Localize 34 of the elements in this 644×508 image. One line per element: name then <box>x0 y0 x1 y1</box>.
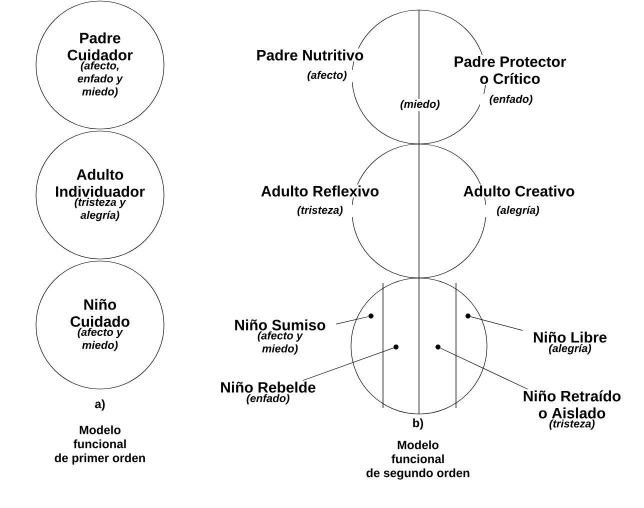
state-name: Niño Sumiso <box>235 319 326 330</box>
state-name: Padre Cuidador <box>68 32 133 60</box>
state-name: Adulto Individuador <box>56 168 145 197</box>
state-name: Niño Libre <box>534 332 607 343</box>
emotion-label: (afecto, enfado y miedo) <box>78 61 124 98</box>
state-circle <box>36 0 164 130</box>
state-name: Niño Rebelde <box>221 382 316 393</box>
leader-line <box>440 348 528 390</box>
panel-caption: Modelo funcional de primer orden <box>54 425 145 465</box>
panel-letter: b) <box>413 418 424 430</box>
emotion-label: (alegría) <box>497 206 540 216</box>
emotion-label: (tristeza) <box>297 206 343 216</box>
state-name: Padre Nutritivo <box>257 50 364 60</box>
leader-line <box>470 316 523 331</box>
emotion-label: (afecto y miedo) <box>78 328 124 352</box>
state-circle <box>36 130 164 260</box>
state-name: Adulto Reflexivo <box>261 186 379 196</box>
emotion-label: (enfado) <box>246 394 290 404</box>
emotion-label: (afecto) <box>308 70 347 82</box>
emotion-label: (enfado) <box>490 94 532 106</box>
leader-line <box>302 348 394 381</box>
panel-caption: Modelo funcional de segundo orden <box>366 440 470 480</box>
emotion-label: (miedo) <box>400 100 440 110</box>
state-name: Adulto Creativo <box>464 186 574 196</box>
state-circle <box>350 278 488 414</box>
emotion-label: (tristeza) <box>549 419 595 430</box>
state-name: Niño Retraído o Aislado <box>524 390 621 418</box>
emotion-label: (alegría) <box>549 344 592 354</box>
state-circle <box>36 260 164 390</box>
emotion-label: (tristeza y alegría) <box>74 198 126 222</box>
state-name: Niño Cuidado <box>70 298 130 327</box>
state-name: Padre Protector o Crítico <box>454 56 566 84</box>
emotion-label: (afecto y miedo) <box>258 331 304 355</box>
leader-line <box>336 316 369 324</box>
